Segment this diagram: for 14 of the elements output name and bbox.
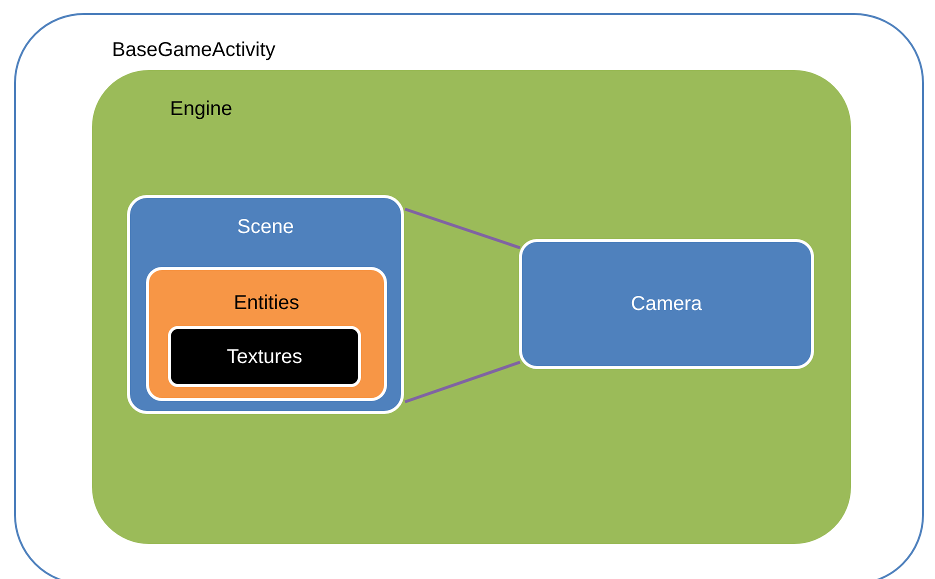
node-label: Engine: [170, 97, 232, 122]
node-label: Textures: [226, 344, 304, 370]
node-label: Entities: [232, 291, 300, 316]
activity-container: [14, 13, 924, 579]
node-label: Scene: [236, 215, 295, 240]
node-label: Camera: [630, 292, 704, 317]
connector-line: [404, 208, 520, 250]
engine-container: [89, 67, 854, 547]
node-label: BaseGameActivity: [112, 38, 276, 63]
textures-box: [168, 326, 361, 387]
entities-box: [146, 267, 387, 401]
connector-line: [404, 360, 520, 404]
scene-box: [127, 195, 404, 414]
camera-box: [519, 239, 814, 369]
